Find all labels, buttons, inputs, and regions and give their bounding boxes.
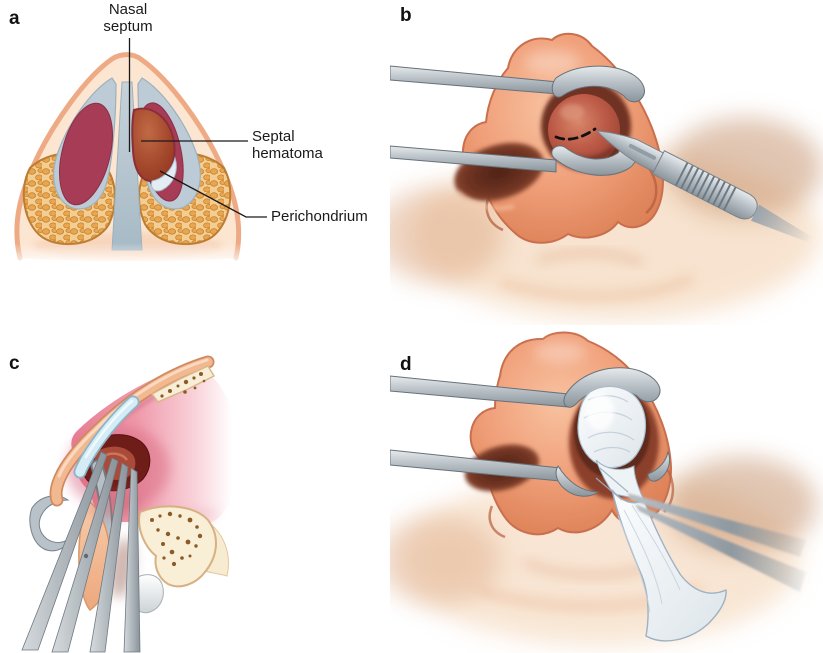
leader-lines (128, 38, 267, 218)
base-fade (4, 243, 260, 267)
alar-rim (29, 495, 73, 552)
dorsal-skin (49, 355, 215, 507)
nasal-bone (150, 365, 216, 403)
scalpel (596, 130, 814, 244)
incision-dashed-line (554, 127, 597, 141)
panel-letter-d: d (400, 354, 412, 375)
nasal-speculum (390, 367, 671, 497)
septal-cartilage-strip (73, 395, 140, 479)
panel-letter-a: a (9, 8, 20, 29)
panel-c-illustration (21, 355, 238, 653)
label-septal-hematoma: Septal hematoma (252, 128, 323, 162)
panel-letter-b: b (400, 5, 412, 26)
panel-a-illustration (4, 38, 267, 267)
scissors-instruments (21, 451, 141, 653)
bone-speckles (150, 511, 203, 567)
bayonet-forceps (627, 493, 806, 592)
perichondrium-graphic (151, 156, 177, 192)
nasal-speculum (390, 65, 645, 176)
philtrum-shading (498, 250, 694, 301)
panel-b-illustration (390, 32, 823, 320)
panel-d-illustration (390, 331, 817, 645)
label-perichondrium: Perichondrium (271, 208, 368, 225)
maxilla-bone (138, 505, 229, 588)
panel-letter-c: c (9, 353, 20, 374)
gauze-packing (577, 385, 727, 642)
label-nasal-septum: Nasal septum (103, 1, 153, 35)
